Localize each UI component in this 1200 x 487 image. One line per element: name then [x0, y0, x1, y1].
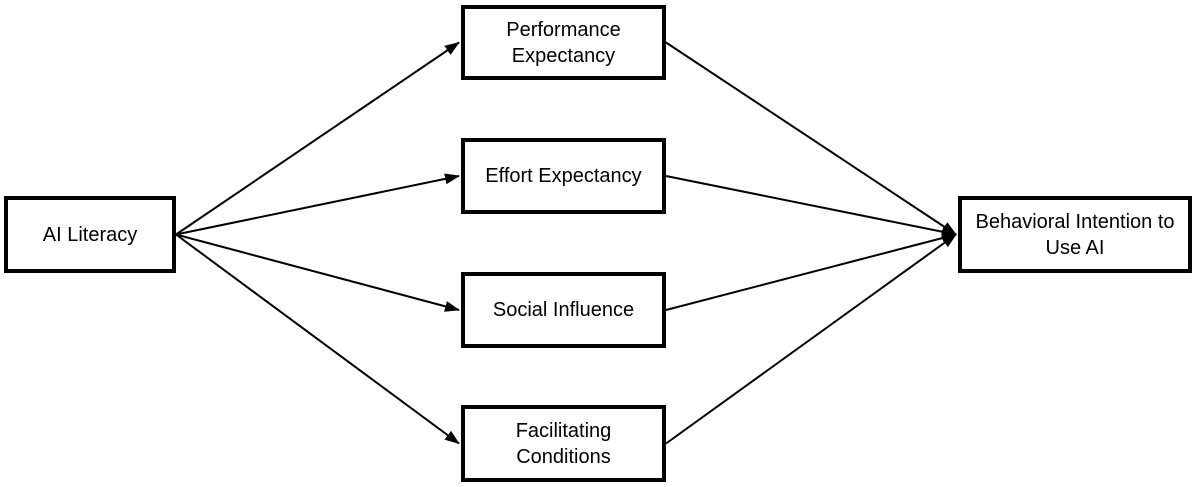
edge-ai-literacy-to-facilitating-conditions: [175, 233, 460, 445]
node-social-influence: Social Influence: [461, 272, 666, 348]
node-label: Social Influence: [492, 299, 635, 321]
node-label: Facilitating Conditions: [515, 419, 612, 468]
node-behavioral-intention: Behavioral Intention to Use AI: [958, 196, 1192, 273]
edge-ai-literacy-to-performance-expectancy: [175, 41, 460, 236]
node-performance-expectancy: Performance Expectancy: [461, 5, 666, 80]
edge-facilitating-conditions-to-behavioral-intention: [665, 233, 957, 445]
edge-effort-expectancy-to-behavioral-intention: [665, 175, 957, 238]
edge-ai-literacy-to-social-influence: [175, 233, 460, 312]
edge-group: [175, 41, 957, 445]
node-label: Behavioral Intention to Use AI: [975, 210, 1175, 259]
node-facilitating-conditions: Facilitating Conditions: [461, 405, 666, 482]
node-ai-literacy: AI Literacy: [4, 196, 176, 273]
edge-performance-expectancy-to-behavioral-intention: [665, 41, 957, 236]
node-label: Effort Expectancy: [485, 165, 642, 187]
edge-social-influence-to-behavioral-intention: [665, 232, 957, 311]
edge-ai-literacy-to-effort-expectancy: [175, 173, 460, 236]
node-label: AI Literacy: [42, 223, 138, 246]
node-label: Performance Expectancy: [506, 18, 621, 67]
node-effort-expectancy: Effort Expectancy: [461, 138, 666, 214]
